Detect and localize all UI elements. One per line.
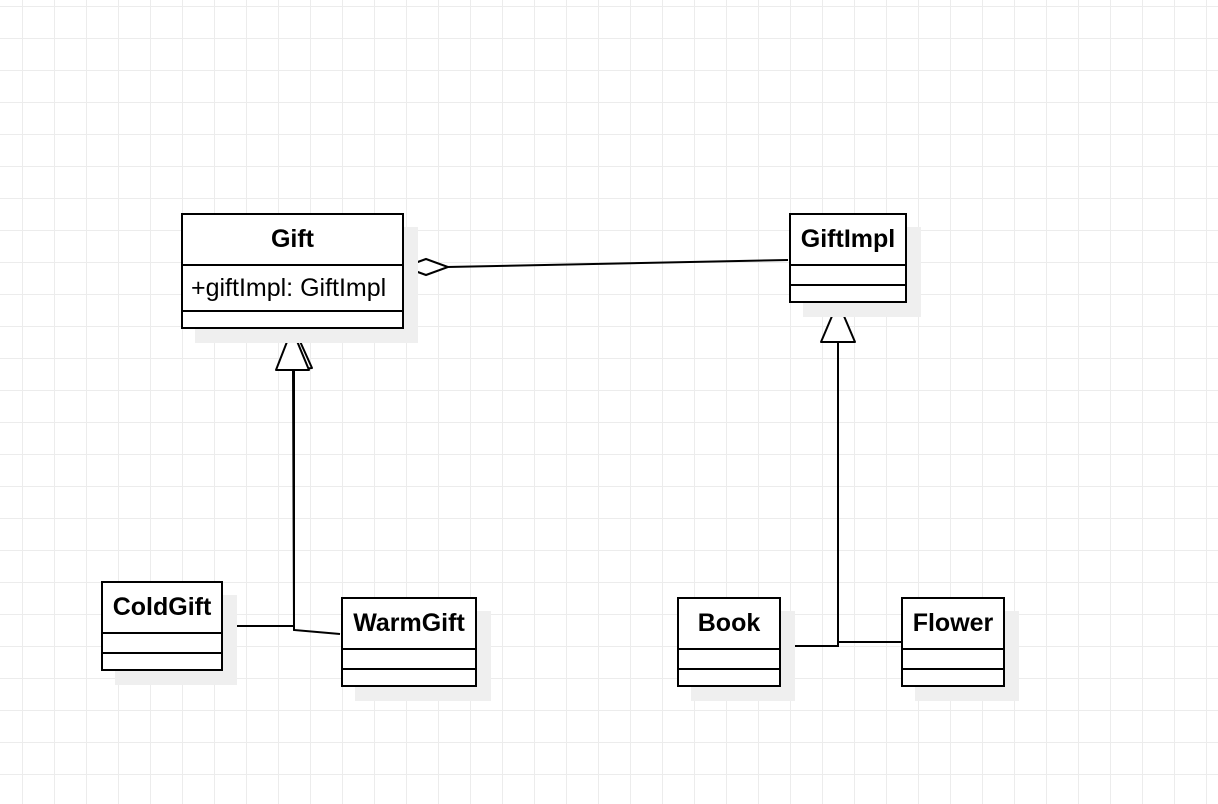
class-name: WarmGift <box>343 599 475 650</box>
class-name: Flower <box>903 599 1003 650</box>
generalization-arrowhead <box>820 301 856 343</box>
generalization-line <box>293 370 341 635</box>
class-attributes-compartment <box>103 634 221 654</box>
class-name: Book <box>679 599 779 650</box>
class-giftimpl[interactable]: GiftImpl <box>789 213 907 303</box>
generalization-warmgift-gift[interactable] <box>293 370 341 635</box>
class-name: Gift <box>183 215 402 266</box>
generalization-line <box>780 342 839 647</box>
class-gift[interactable]: Gift +giftImpl: GiftImpl <box>181 213 404 329</box>
class-name: GiftImpl <box>791 215 905 266</box>
class-flower[interactable]: Flower <box>901 597 1005 687</box>
generalization-line <box>222 369 296 627</box>
class-attributes-compartment <box>903 650 1003 670</box>
aggregation-diamond <box>401 257 451 277</box>
class-attributes-compartment <box>679 650 779 670</box>
class-attributes-compartment <box>791 266 905 286</box>
generalization-coldgift-gift[interactable] <box>222 369 296 627</box>
aggregation-line <box>446 259 789 268</box>
class-attribute: +giftImpl: GiftImpl <box>183 266 402 312</box>
class-coldgift[interactable]: ColdGift <box>101 581 223 671</box>
class-warmgift[interactable]: WarmGift <box>341 597 477 687</box>
class-book[interactable]: Book <box>677 597 781 687</box>
generalization-book-giftimpl[interactable] <box>780 342 839 647</box>
class-name: ColdGift <box>103 583 221 634</box>
class-attributes-compartment <box>343 650 475 670</box>
aggregation-gift-giftimpl[interactable] <box>401 257 789 277</box>
generalization-arrowhead <box>275 328 310 371</box>
